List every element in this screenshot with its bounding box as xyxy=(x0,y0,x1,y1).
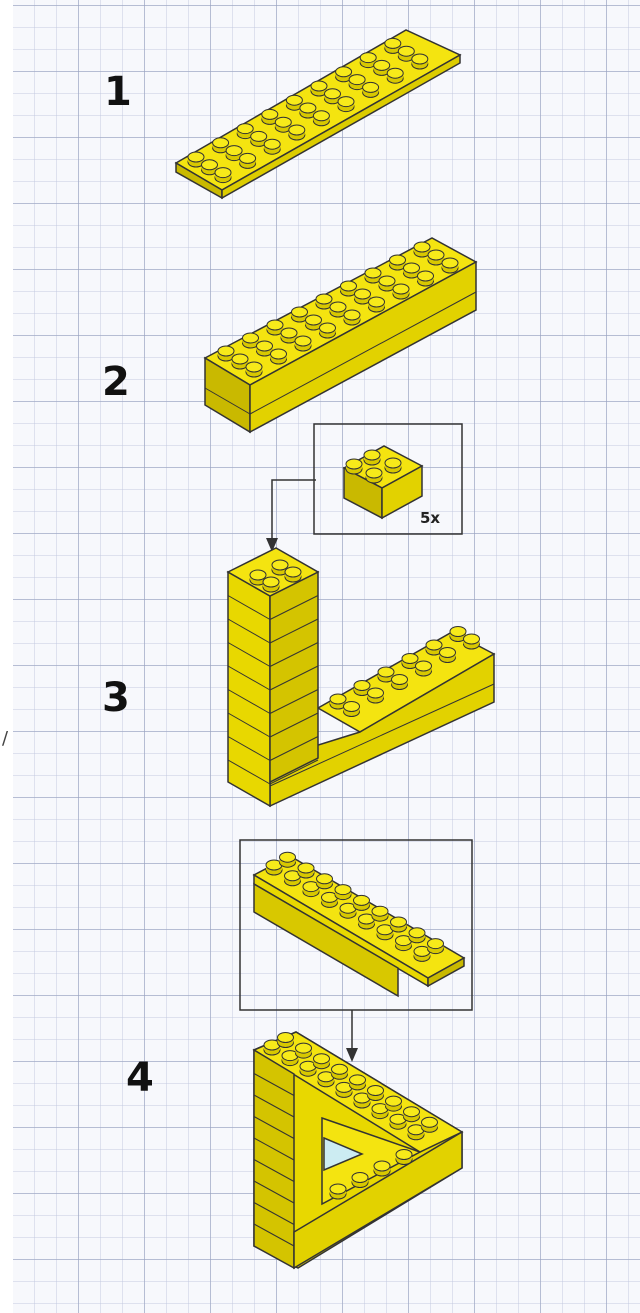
stud xyxy=(332,1064,348,1079)
stud xyxy=(240,153,256,168)
stud xyxy=(354,895,370,910)
stud xyxy=(440,648,456,663)
stud xyxy=(335,885,351,900)
stud xyxy=(369,297,385,312)
stud xyxy=(296,1043,312,1058)
stud xyxy=(386,1096,402,1111)
stud xyxy=(314,1054,330,1069)
stud xyxy=(344,702,360,717)
stud xyxy=(391,917,407,932)
stud xyxy=(330,1184,346,1199)
stud xyxy=(442,258,458,273)
stud xyxy=(246,362,262,377)
stud xyxy=(387,68,403,83)
stud xyxy=(368,688,384,703)
stud xyxy=(264,139,280,154)
stud xyxy=(263,577,279,592)
stud xyxy=(344,310,360,325)
stud xyxy=(464,634,480,649)
stud xyxy=(374,1161,390,1176)
stud xyxy=(368,1086,384,1101)
stud xyxy=(409,928,425,943)
stud xyxy=(338,97,354,112)
stud xyxy=(416,661,432,676)
stud xyxy=(428,939,444,954)
stud xyxy=(422,1117,438,1132)
stud xyxy=(313,111,329,126)
stud xyxy=(372,906,388,921)
step3-l-shape xyxy=(228,548,494,806)
step2-brick xyxy=(205,238,476,432)
stud xyxy=(271,349,287,364)
stud xyxy=(298,863,314,878)
stud xyxy=(392,675,408,690)
step3-callout-box xyxy=(266,424,462,552)
stud xyxy=(215,168,231,183)
stud xyxy=(320,323,336,338)
stud xyxy=(412,54,428,69)
stud xyxy=(350,1075,366,1090)
stud xyxy=(278,1033,294,1048)
step4-impossible-triangle xyxy=(254,1032,462,1268)
stud xyxy=(285,567,301,582)
stud xyxy=(280,852,296,867)
step4-callout-box xyxy=(240,840,472,1062)
stud xyxy=(418,271,434,286)
stud xyxy=(363,82,379,97)
step3-count-badge: 5x xyxy=(420,509,440,527)
stud xyxy=(352,1173,368,1188)
step1-plate xyxy=(176,30,460,198)
stud xyxy=(317,874,333,889)
stud xyxy=(295,336,311,351)
stud xyxy=(393,284,409,299)
stud xyxy=(289,125,305,140)
stud xyxy=(396,1150,412,1165)
stud xyxy=(404,1107,420,1122)
